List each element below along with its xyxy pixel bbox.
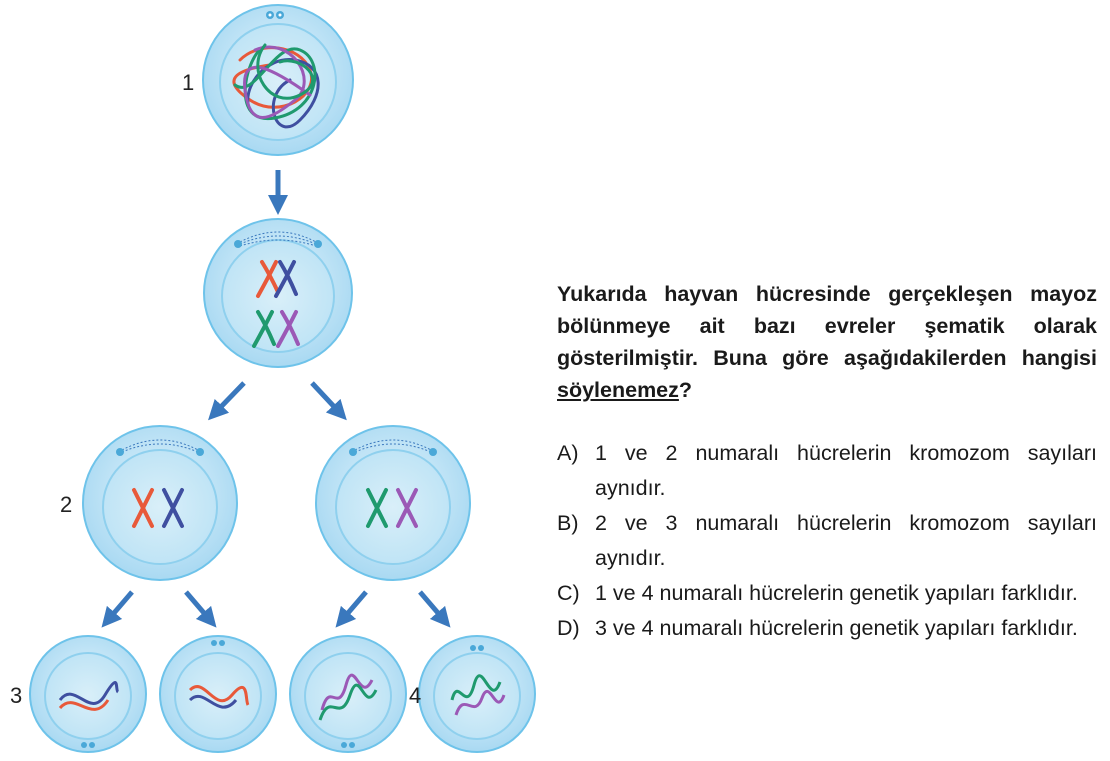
cell-3: 3 [10,635,147,753]
cell-3b [159,635,277,753]
chromatin [232,43,320,129]
option-a[interactable]: A) 1 ve 2 numaralı hücrelerin kromozom s… [557,436,1097,506]
centrosome [266,11,284,19]
bivalent-top [256,260,298,298]
option-text: 3 ve 4 numaralı hücrelerin genetik yapıl… [595,616,1078,640]
arrow-to-cell-3 [101,590,134,628]
option-b[interactable]: B) 2 ve 3 numaralı hücrelerin kromozom s… [557,506,1097,576]
option-text: 1 ve 4 numaralı hücrelerin genetik yapıl… [595,581,1078,605]
label-cell-4: 4 [409,683,421,708]
cell-4a [289,635,407,753]
arrow-left [208,381,246,421]
bivalent-bottom [252,310,300,348]
label-cell-1: 1 [182,70,194,95]
option-letter: C) [557,581,580,605]
option-d[interactable]: D) 3 ve 4 numaralı hücrelerin genetik ya… [557,611,1097,646]
option-letter: D) [557,616,580,640]
answer-options: A) 1 ve 2 numaralı hücrelerin kromozom s… [557,436,1097,646]
option-letter: A) [557,441,579,465]
option-letter: B) [557,511,579,535]
cell-4: 4 [409,635,536,753]
meiosis-diagram: 1 [10,4,536,753]
cell-1: 1 [182,4,354,156]
question-text: Yukarıda hayvan hücresinde gerçekleşen m… [557,282,1097,402]
label-cell-2: 2 [60,492,72,517]
question-block: Yukarıda hayvan hücresinde gerçekleşen m… [557,278,1097,646]
arrow-to-cell-4a [335,590,368,628]
cell-metaphase-2-right [315,425,471,581]
option-text: 1 ve 2 numaralı hücrelerin kromozom sayı… [595,441,1097,500]
spindle [239,231,317,247]
arrow-to-cell-4 [418,590,451,628]
option-text: 2 ve 3 numaralı hücrelerin kromozom sayı… [595,511,1097,570]
option-c[interactable]: C) 1 ve 4 numaralı hücrelerin genetik ya… [557,576,1097,611]
cell-2: 2 [60,425,238,581]
question-emphasis: söylenemez [557,378,679,402]
arrow-to-cell-3b [184,590,217,628]
arrow-right [310,381,347,421]
cell-metaphase-1 [203,218,353,368]
label-cell-3: 3 [10,683,22,708]
